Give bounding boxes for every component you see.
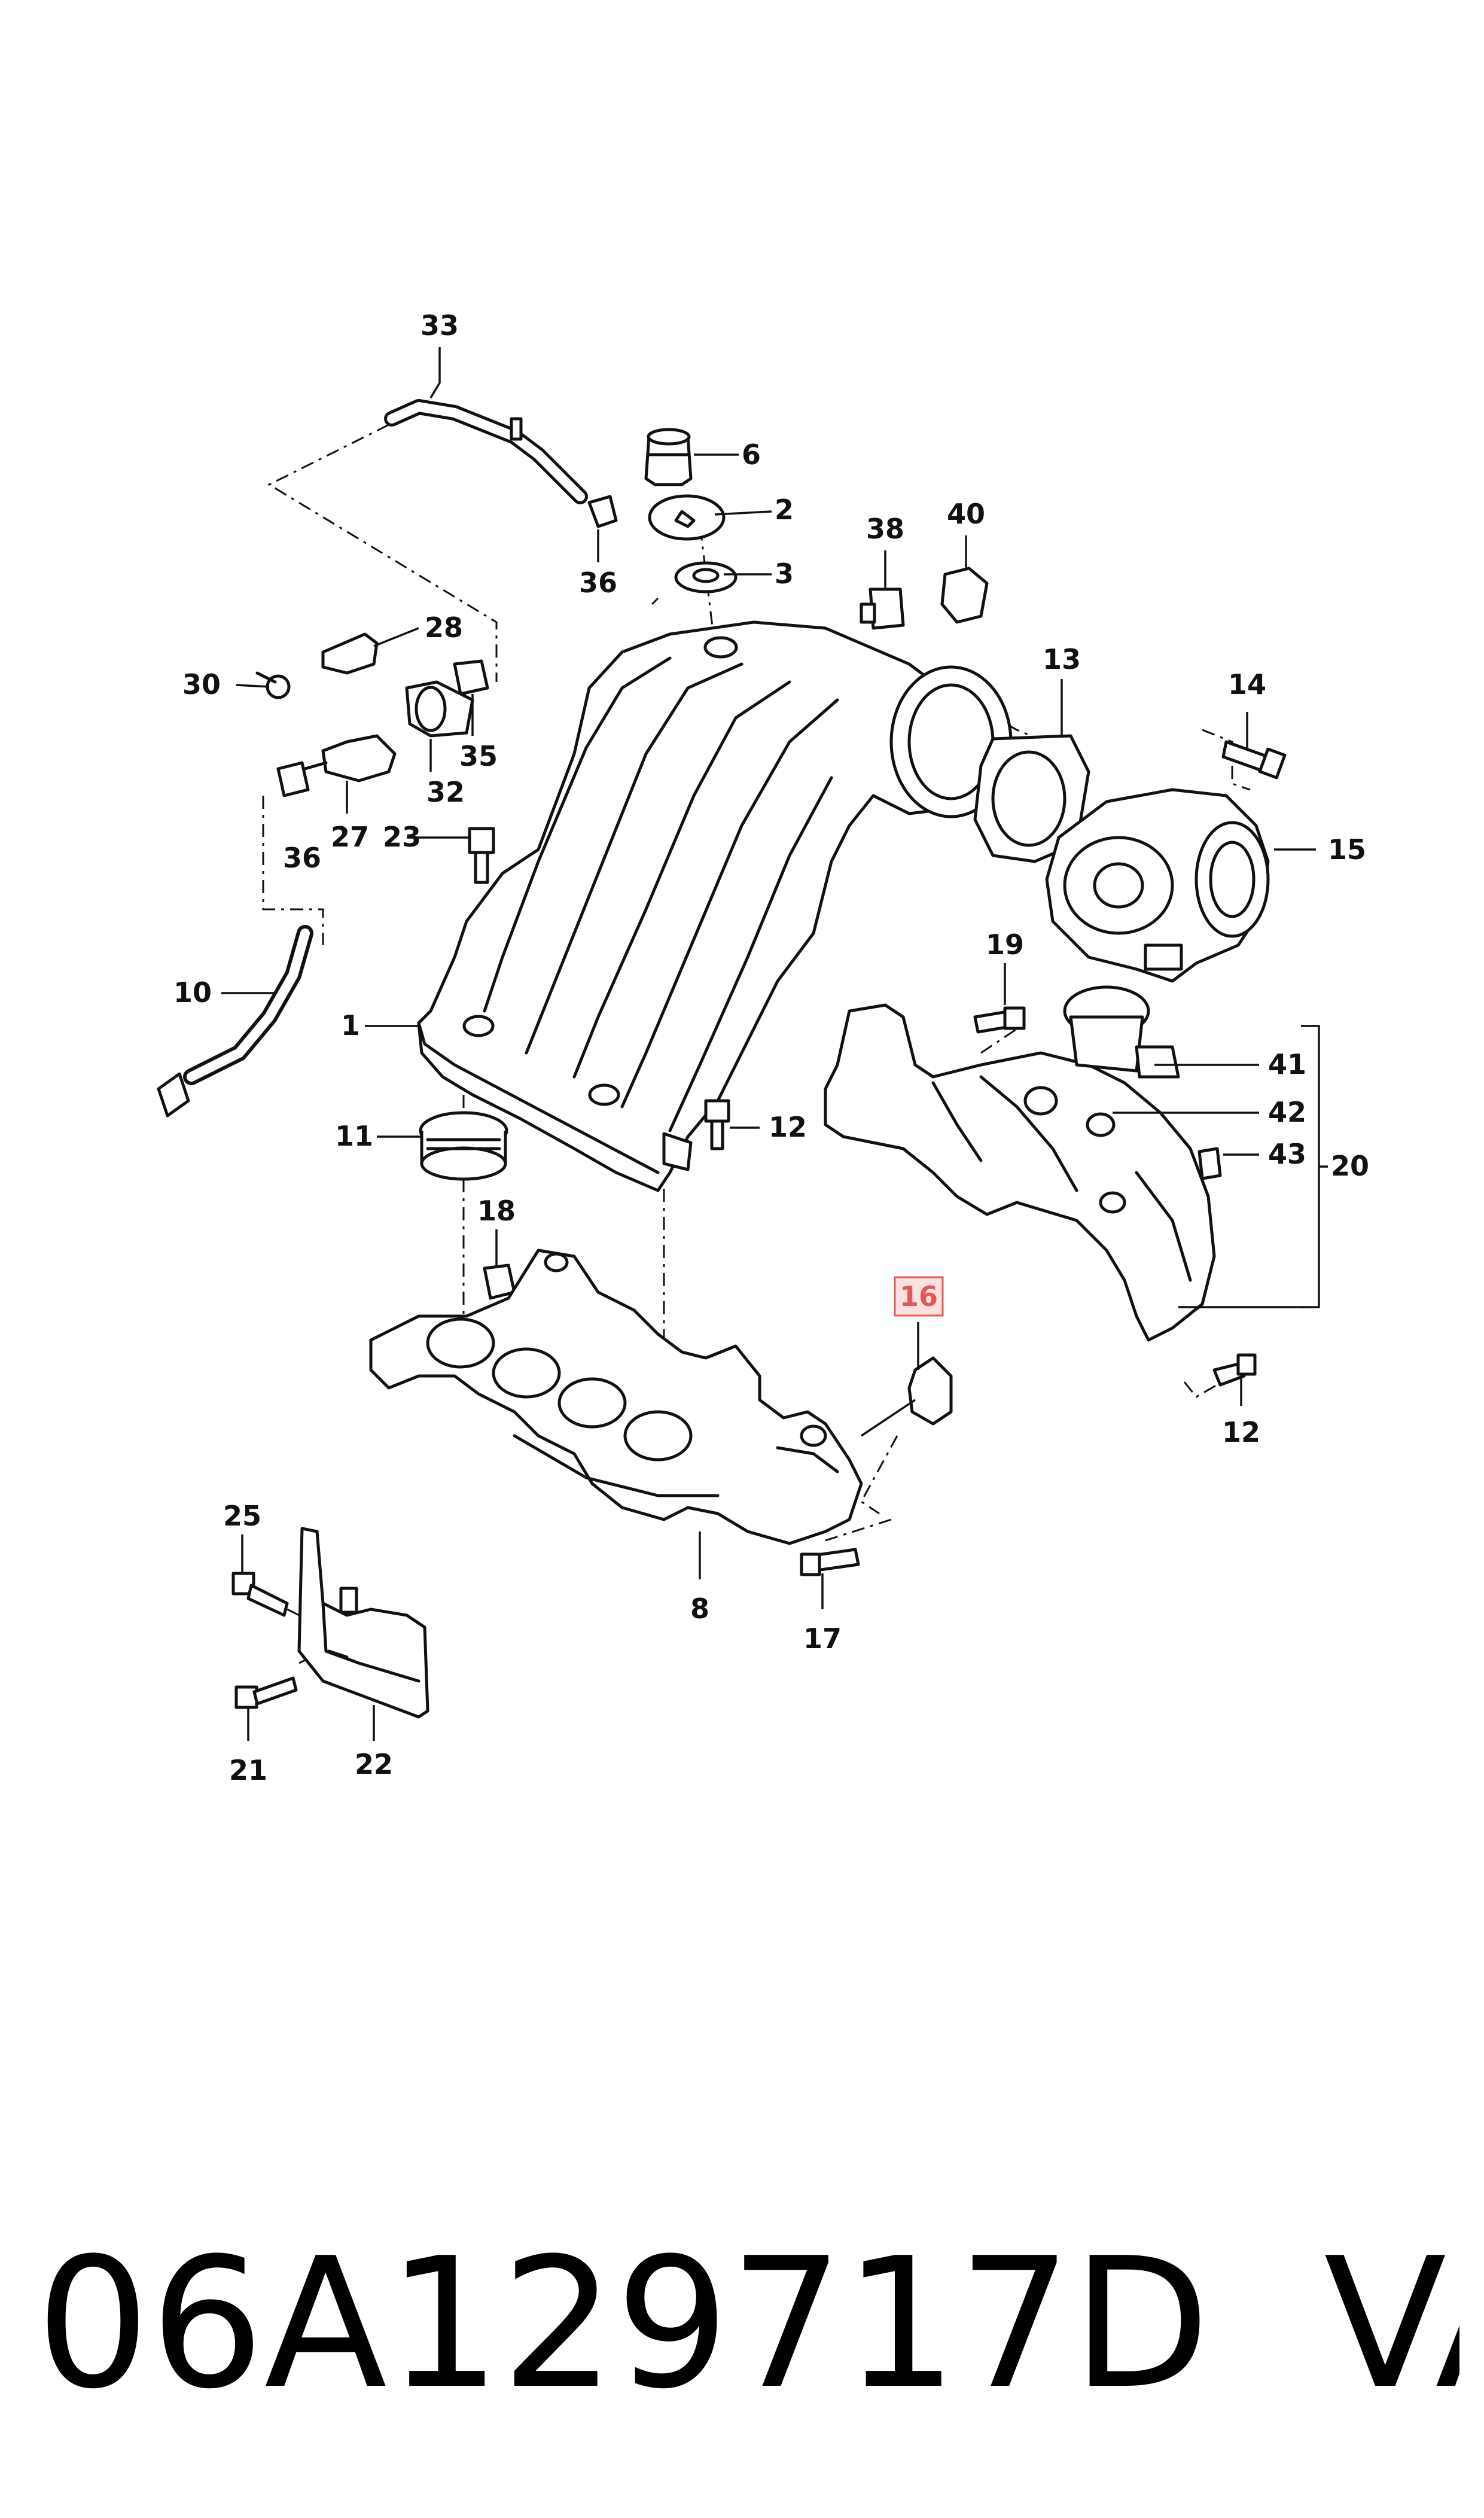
callout-19: 19 (986, 928, 1024, 961)
callout-15: 15 (1328, 833, 1366, 866)
egr-valve (1063, 985, 1180, 1079)
vacuum-hose (157, 925, 313, 1118)
bolt-19 (973, 1006, 1026, 1034)
callout-8: 8 (690, 1593, 709, 1625)
throttle-gasket (973, 734, 1090, 863)
callout-23: 23 (383, 821, 421, 853)
callout-22: 22 (355, 1748, 393, 1780)
callout-12b: 12 (1222, 1416, 1260, 1448)
callout-20: 20 (1331, 1150, 1369, 1182)
bolt-12b (1212, 1353, 1257, 1387)
exhaust-manifold (369, 1249, 863, 1545)
callout-33: 33 (420, 309, 459, 342)
clamp-35 (453, 659, 489, 696)
callout-35: 35 (459, 740, 498, 772)
callout-41: 41 (1268, 1048, 1306, 1080)
brand-name: VAG (1324, 2225, 1459, 2423)
callout-25: 25 (223, 1500, 261, 1532)
rubber-cap (644, 428, 693, 486)
breather-hose (384, 399, 588, 504)
callout-42: 42 (1268, 1096, 1306, 1128)
callout-2: 2 (775, 494, 794, 526)
bolt-23 (468, 827, 495, 884)
callout-27: 27 (331, 821, 369, 853)
callout-6: 6 (742, 439, 761, 471)
callout-3: 3 (775, 558, 794, 590)
callout-38: 38 (866, 513, 904, 545)
highlight-box (894, 1276, 944, 1317)
plug-43 (1197, 1147, 1222, 1180)
bolt-21 (234, 1676, 298, 1709)
hose-clamp-lower (276, 761, 310, 797)
part-number: 06A129717D (36, 2225, 1211, 2423)
throttle-body (1045, 788, 1270, 983)
retaining-clip (860, 587, 905, 630)
filler-neck (419, 1111, 508, 1181)
screw-30 (255, 671, 291, 699)
hose-clamp (587, 495, 618, 528)
callout-36b: 36 (283, 842, 321, 874)
part-number-footer: 06A129717D VAG (36, 2225, 1459, 2423)
callout-11: 11 (335, 1120, 373, 1152)
callout-12: 12 (769, 1111, 807, 1143)
callout-17: 17 (803, 1622, 842, 1655)
callout-13: 13 (1043, 643, 1081, 675)
hose-sleeve (405, 680, 474, 738)
spring-clip (940, 567, 989, 624)
callout-14: 14 (1228, 668, 1266, 701)
leader-lines (221, 347, 1316, 1741)
callout-1: 1 (341, 1009, 360, 1042)
callout-32: 32 (426, 776, 465, 808)
bolt-12a (704, 1099, 730, 1150)
callout-10: 10 (173, 976, 212, 1009)
callout-16: 16 (900, 1280, 938, 1313)
check-valve (303, 734, 397, 783)
egr-pipe-assembly (824, 1003, 1216, 1342)
callout-21: 21 (229, 1754, 267, 1786)
grommet (674, 561, 738, 593)
callout-28: 28 (425, 611, 463, 644)
callout-43: 43 (1268, 1138, 1306, 1170)
callout-40: 40 (947, 498, 985, 530)
seal-washer (648, 494, 726, 541)
heat-shield (297, 1527, 429, 1719)
callout-18: 18 (477, 1195, 516, 1227)
callout-labels: 33 6 2 3 36 38 40 28 30 13 14 35 32 27 2… (173, 309, 1369, 1786)
bracket-28 (321, 632, 379, 675)
callout-30: 30 (182, 668, 221, 701)
bolt-14 (1221, 740, 1287, 780)
manifold-gasket (907, 1356, 953, 1426)
bolt-25 (231, 1572, 289, 1617)
bolt-17 (800, 1548, 860, 1576)
callout-36: 36 (579, 567, 617, 599)
